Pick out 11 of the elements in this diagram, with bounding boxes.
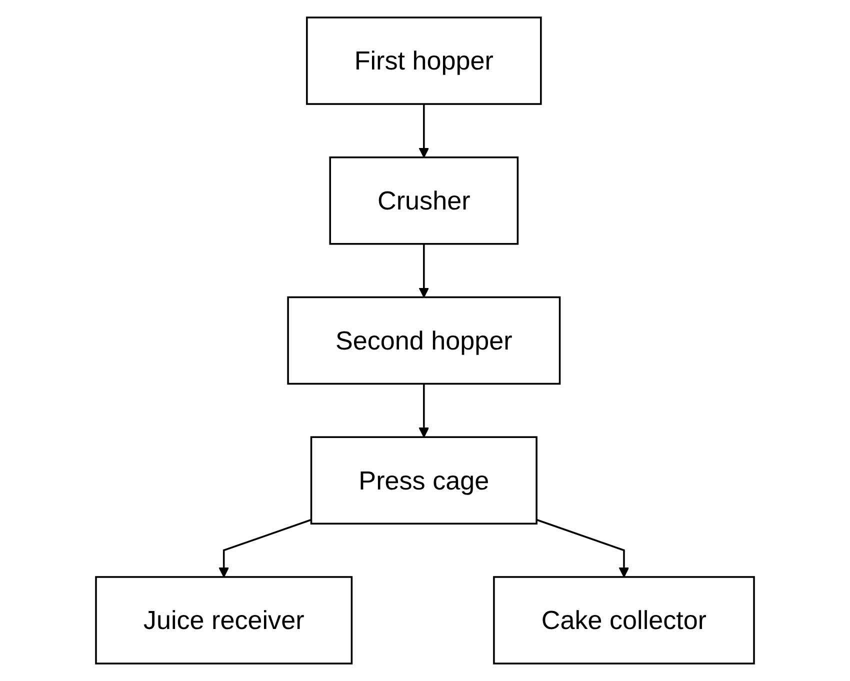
node-box: Crusher — [329, 156, 519, 245]
arrow — [418, 384, 430, 438]
node-box: Cake collector — [493, 576, 755, 664]
node-box: First hopper — [306, 16, 542, 105]
arrow — [418, 104, 430, 158]
node-box: Juice receiver — [95, 576, 353, 664]
arrow — [218, 518, 312, 578]
arrow — [418, 244, 430, 298]
node-box: Press cage — [310, 436, 538, 525]
node-box: Second hopper — [287, 296, 561, 385]
arrow — [536, 518, 630, 578]
